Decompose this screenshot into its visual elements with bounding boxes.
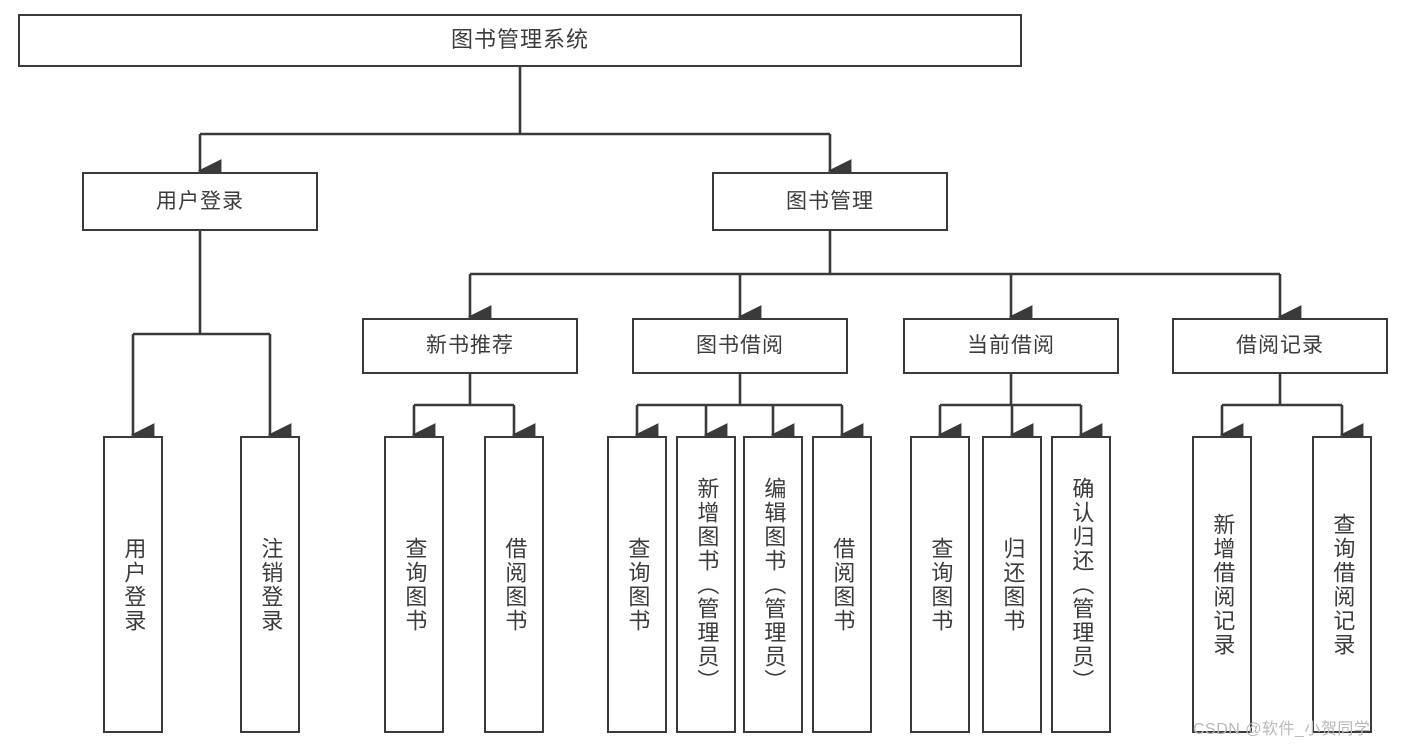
node-label: 查询图书 (928, 536, 954, 633)
leaf-add-book-admin[interactable]: 新增图书（管理员） (676, 436, 736, 733)
leaf-borrow-book-1[interactable]: 借阅图书 (484, 436, 544, 733)
node-root-book-management-system[interactable]: 图书管理系统 (18, 14, 1022, 67)
leaf-borrow-book-2[interactable]: 借阅图书 (812, 436, 872, 733)
node-label: 确认归还（管理员） (1069, 476, 1095, 693)
node-label: 查询借阅记录 (1330, 512, 1356, 657)
node-user-login[interactable]: 用户登录 (82, 172, 318, 231)
node-label: 归还图书 (1000, 536, 1026, 633)
leaf-query-borrow-record[interactable]: 查询借阅记录 (1312, 436, 1372, 733)
leaf-edit-book-admin[interactable]: 编辑图书（管理员） (743, 436, 803, 733)
node-label: 图书管理 (786, 189, 874, 213)
node-label: 查询图书 (625, 536, 651, 633)
node-label: 用户登录 (156, 189, 244, 213)
node-label: 查询图书 (402, 536, 428, 633)
node-label: 新增借阅记录 (1210, 512, 1236, 657)
node-label: 借阅图书 (502, 536, 528, 633)
csdn-watermark: CSDN @软件_小贺同学 (1193, 721, 1371, 738)
node-label: 编辑图书（管理员） (761, 476, 787, 693)
node-borrowing-record[interactable]: 借阅记录 (1172, 318, 1388, 374)
node-current-borrowing[interactable]: 当前借阅 (903, 318, 1119, 374)
node-label: 新增图书（管理员） (694, 476, 720, 693)
leaf-user-login[interactable]: 用户登录 (103, 436, 163, 733)
leaf-query-book-2[interactable]: 查询图书 (607, 436, 667, 733)
leaf-confirm-return-admin[interactable]: 确认归还（管理员） (1051, 436, 1111, 733)
leaf-query-book-1[interactable]: 查询图书 (384, 436, 444, 733)
node-label: 借阅记录 (1236, 334, 1324, 358)
node-label: 图书管理系统 (450, 27, 589, 53)
node-label: 借阅图书 (830, 536, 856, 633)
leaf-logout-login[interactable]: 注销登录 (240, 436, 300, 733)
node-book-borrowing[interactable]: 图书借阅 (632, 318, 848, 374)
node-label: 新书推荐 (426, 334, 514, 358)
node-new-book-recommendation[interactable]: 新书推荐 (362, 318, 578, 374)
node-label: 用户登录 (121, 536, 147, 633)
leaf-query-book-3[interactable]: 查询图书 (910, 436, 970, 733)
node-book-management[interactable]: 图书管理 (712, 172, 948, 231)
leaf-return-book[interactable]: 归还图书 (982, 436, 1042, 733)
node-label: 图书借阅 (696, 334, 784, 358)
node-label: 当前借阅 (967, 334, 1055, 358)
leaf-add-borrow-record[interactable]: 新增借阅记录 (1192, 436, 1252, 733)
node-label: 注销登录 (258, 536, 284, 633)
